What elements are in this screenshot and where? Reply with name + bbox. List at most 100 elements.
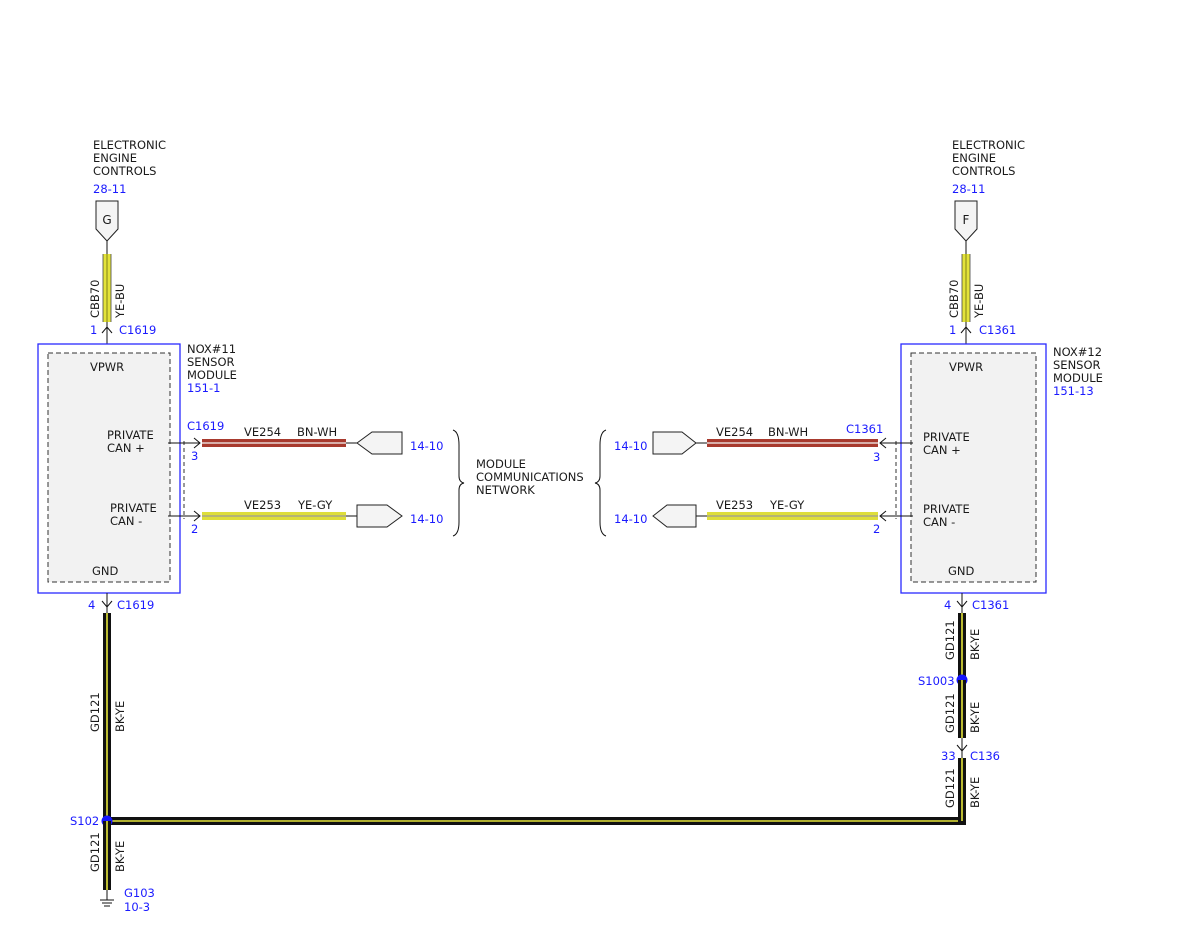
left-can-minus-line1: PRIVATE	[110, 501, 157, 515]
right-dest-line3: CONTROLS	[952, 164, 1015, 178]
network-label-line2: COMMUNICATIONS	[476, 470, 584, 484]
left-can-minus-offpage	[356, 504, 403, 528]
left-vpwr-circuit: CBB70	[88, 280, 102, 318]
ground-bus-wire	[107, 817, 965, 825]
right-gnd-label: GND	[948, 564, 975, 578]
right-vpwr-label: VPWR	[949, 360, 983, 374]
right-can-minus-line2: CAN -	[923, 515, 955, 529]
left-ground-ref[interactable]: 10-3	[124, 900, 150, 914]
right-can-plus-line2: CAN +	[923, 443, 961, 457]
left-dest-ref[interactable]: 28-11	[93, 182, 126, 196]
left-module-name2: SENSOR	[187, 355, 235, 369]
right-gnd-circuit-2: GD121	[943, 693, 957, 733]
left-gnd-color: BK-YE	[113, 701, 127, 732]
right-can-plus-pin: 3	[873, 450, 880, 464]
right-dest-line1: ELECTRONIC	[952, 138, 1025, 152]
left-gnd-label: GND	[92, 564, 119, 578]
left-can-minus-circuit: VE253	[244, 498, 281, 512]
left-connector-g-shape	[95, 200, 119, 242]
right-can-minus-color: YE-GY	[769, 498, 805, 512]
right-module-name2: SENSOR	[1053, 358, 1101, 372]
right-gnd-color-3: BK-YE	[968, 777, 982, 808]
left-ground-wire	[103, 821, 111, 890]
ground-symbol-icon	[100, 890, 114, 907]
right-can-connector: C1361	[846, 422, 883, 436]
left-gnd-wire	[103, 613, 111, 821]
network-label-line3: NETWORK	[476, 483, 535, 497]
left-can-plus-pin: 3	[191, 449, 198, 463]
left-vpwr-connector: C1619	[119, 323, 156, 337]
right-gnd-color-2: BK-YE	[968, 702, 982, 733]
right-vpwr-connector: C1361	[979, 323, 1016, 337]
left-can-plus-color: BN-WH	[297, 425, 337, 439]
right-splice-label: S1003	[918, 674, 955, 688]
left-can-minus-pin-arrow	[193, 510, 201, 522]
left-dest-line1: ELECTRONIC	[93, 138, 166, 152]
right-can-plus-offpage	[652, 431, 697, 455]
right-gnd-circuit-1: GD121	[943, 620, 957, 660]
right-can-plus-line1: PRIVATE	[923, 430, 970, 444]
right-inline-connector: C136	[970, 749, 1000, 763]
left-can-minus-wire	[202, 512, 357, 520]
right-can-minus-offpage	[652, 504, 697, 528]
right-gnd-pin-arrow	[956, 600, 968, 608]
right-gnd-wire-3	[958, 758, 966, 825]
right-can-minus-circuit: VE253	[716, 498, 753, 512]
right-vpwr-pin: 1	[949, 323, 956, 337]
left-ground-name: G103	[124, 886, 155, 900]
left-vpwr-label: VPWR	[90, 360, 124, 374]
right-dest-line2: ENGINE	[952, 151, 996, 165]
right-inline-pin: 33	[941, 749, 956, 763]
left-vpwr-color: YE-BU	[113, 284, 127, 319]
right-gnd-circuit-3: GD121	[943, 768, 957, 808]
left-vpwr-pin: 1	[90, 323, 97, 337]
left-network-brace	[452, 429, 465, 537]
right-can-minus-line1: PRIVATE	[923, 502, 970, 516]
right-gnd-pin: 4	[944, 598, 951, 612]
left-ground-circuit: GD121	[88, 832, 102, 872]
left-can-plus-circuit: VE254	[244, 425, 281, 439]
right-vpwr-circuit: CBB70	[947, 280, 961, 318]
left-gnd-pin-arrow	[101, 600, 113, 608]
left-can-plus-line2: CAN +	[107, 441, 145, 455]
left-module-inner	[47, 352, 171, 583]
right-vpwr-color: YE-BU	[972, 284, 986, 319]
right-gnd-wire-2	[958, 680, 966, 738]
network-label-line1: MODULE	[476, 457, 526, 471]
right-can-minus-wire	[696, 512, 878, 520]
left-module-ref[interactable]: 151-1	[187, 381, 220, 395]
left-dest-line2: ENGINE	[93, 151, 137, 165]
left-module-name3: MODULE	[187, 368, 237, 382]
right-can-plus-color: BN-WH	[768, 425, 808, 439]
right-can-minus-pin: 2	[873, 522, 880, 536]
left-can-minus-ref[interactable]: 14-10	[410, 512, 443, 526]
left-can-plus-wire	[202, 439, 357, 447]
right-connector-f-shape	[954, 200, 978, 242]
left-can-minus-color: YE-GY	[297, 498, 333, 512]
left-gnd-connector: C1619	[117, 598, 154, 612]
right-vpwr-wire	[961, 254, 971, 322]
left-ground-color: BK-YE	[113, 841, 127, 872]
left-dest-line3: CONTROLS	[93, 164, 156, 178]
right-module-ref[interactable]: 151-13	[1053, 384, 1094, 398]
left-vpwr-wire	[102, 254, 112, 322]
left-connector-letter: G	[102, 213, 111, 227]
right-connector-letter: F	[963, 213, 970, 227]
right-can-plus-ref[interactable]: 14-10	[614, 439, 647, 453]
right-network-brace	[594, 429, 607, 537]
left-module-name1: NOX#11	[187, 342, 236, 356]
right-gnd-color-1: BK-YE	[968, 629, 982, 660]
left-can-plus-ref[interactable]: 14-10	[410, 439, 443, 453]
right-destination-label: ELECTRONIC ENGINE CONTROLS 28-11	[952, 138, 1025, 196]
left-module-outline	[37, 343, 181, 594]
left-can-minus-pin: 2	[191, 522, 198, 536]
right-module-name1: NOX#12	[1053, 345, 1102, 359]
right-can-minus-pin-arrow	[879, 510, 887, 522]
left-can-connector: C1619	[187, 419, 224, 433]
right-module-name3: MODULE	[1053, 371, 1103, 385]
left-can-minus-line2: CAN -	[110, 514, 142, 528]
right-can-minus-ref[interactable]: 14-10	[614, 512, 647, 526]
right-dest-ref[interactable]: 28-11	[952, 182, 985, 196]
left-gnd-circuit: GD121	[88, 692, 102, 732]
left-destination-label: ELECTRONIC ENGINE CONTROLS 28-11	[93, 138, 166, 196]
